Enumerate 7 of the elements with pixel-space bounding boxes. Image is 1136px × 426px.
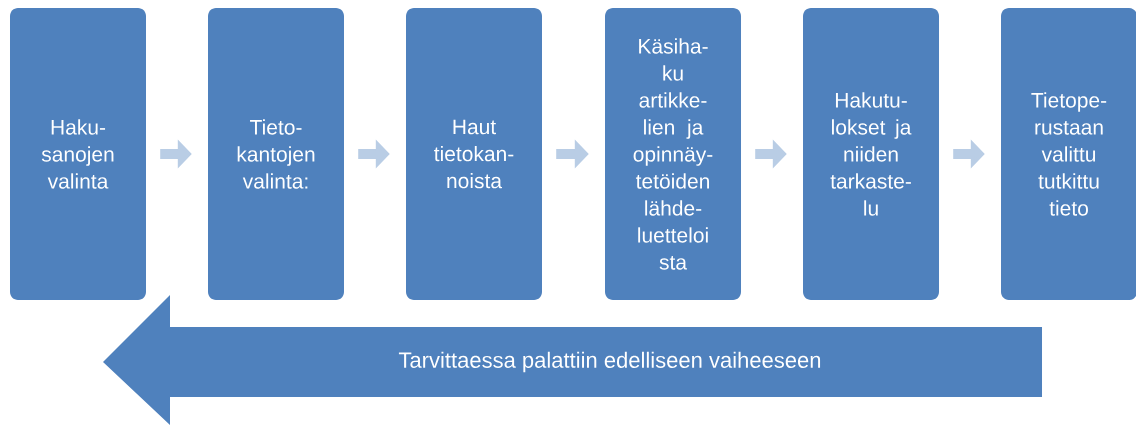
process-box: Haku- sanojen valinta <box>10 8 146 300</box>
process-box: Tietope- rustaan valittu tutkittu tieto <box>1001 8 1136 300</box>
process-box: Käsiha- ku artikke- lien ja opinnäy- tetöiden lähde- luetteloi sta <box>605 8 741 300</box>
process-box: Hakutu- lokset ja niiden tarkaste- lu <box>803 8 939 300</box>
process-box: Haut tietokan- noista <box>406 8 542 300</box>
node-label: Tarvittaessa palattiin edelliseen vaiheeseen <box>398 351 821 373</box>
process-box: Tieto- kantojen valinta: <box>208 8 344 300</box>
